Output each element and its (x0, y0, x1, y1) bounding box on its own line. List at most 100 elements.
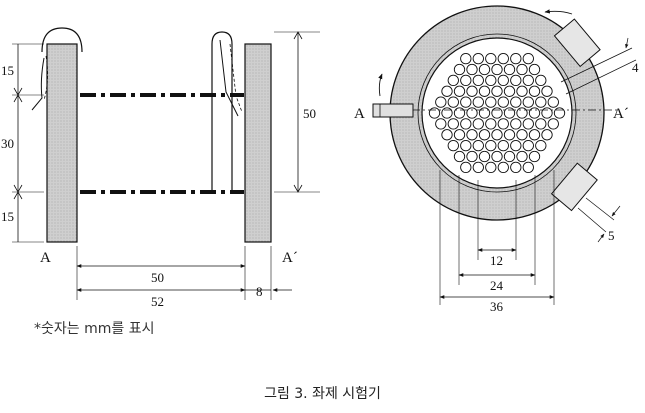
perforation-hole (497, 74, 509, 87)
perforation-hole (510, 96, 522, 108)
clip-holder (211, 31, 233, 190)
perforation-hole (466, 129, 478, 141)
left-plate (46, 43, 78, 243)
perforation-hole (541, 129, 553, 141)
perforation-hole (485, 118, 497, 130)
perforation-hole (510, 52, 522, 65)
left-plate-cap (41, 27, 83, 53)
perforation-hole (510, 161, 522, 174)
perforation-hole (485, 52, 497, 65)
perforation-hole (522, 96, 534, 108)
dim-52: 52 (151, 294, 164, 309)
perforation-hole (478, 150, 491, 163)
left-side-view: 15 30 15 50 A A´ 50 52 8 (0, 27, 320, 309)
dim-36: 36 (490, 299, 504, 314)
label-a-prime-left: A´ (282, 250, 298, 266)
perforation-hole (460, 52, 472, 65)
perforation-hole (497, 96, 509, 108)
perforation-hole (472, 52, 484, 65)
perforation-hole (428, 107, 441, 119)
perforation-hole (453, 107, 466, 119)
perforation-hole (535, 96, 547, 108)
top-right-pin (553, 18, 601, 68)
dim-15-top: 15 (1, 63, 14, 78)
perforation-hole (491, 129, 503, 141)
perforation-hole (453, 63, 466, 76)
perforation-hole (516, 129, 528, 141)
dim-5-leader-2 (577, 207, 607, 233)
perforation-hole (547, 118, 559, 130)
perforation-holes (428, 52, 566, 174)
perforation-hole (516, 107, 528, 119)
units-note: *숫자는 mm를 표시 (34, 321, 155, 337)
perforation-hole (441, 85, 453, 97)
perforation-hole (485, 139, 497, 152)
perforation-hole (497, 161, 509, 174)
perforation-hole (472, 139, 484, 152)
perforation-hole (528, 150, 541, 163)
perforation-hole (485, 96, 497, 108)
dim-4-leader-2 (565, 59, 637, 95)
right-plate (244, 43, 272, 243)
right-front-view: A A´ 4 5 12 24 36 (354, 5, 639, 314)
perforation-hole (503, 129, 516, 141)
perforation-hole (491, 85, 503, 97)
perforation-hole (503, 150, 516, 163)
perforation-hole (491, 150, 503, 163)
perforation-hole (503, 63, 516, 76)
perforation-hole (528, 85, 541, 97)
perforation-hole (510, 118, 522, 130)
perforation-hole (497, 52, 509, 65)
dim-24: 24 (490, 278, 504, 293)
perforation-hole (522, 139, 534, 152)
perforation-hole (516, 63, 528, 76)
dim-arrow (13, 191, 23, 200)
dim-5-arrow-2 (597, 233, 605, 243)
inner-disk-ring (417, 33, 577, 193)
perforation-hole (460, 96, 472, 108)
perforation-hole (435, 96, 447, 108)
rotation-arrow-left (378, 73, 383, 97)
dim-label-bg (0, 208, 16, 224)
perforation-hole (528, 63, 541, 76)
label-a-left: A (40, 250, 51, 266)
dim-5: 5 (608, 228, 615, 243)
perforation-hole (441, 107, 453, 119)
perforation-hole (472, 118, 484, 130)
dim-30: 30 (1, 136, 14, 151)
bottom-right-pin (550, 162, 598, 212)
perforation-hole (510, 139, 522, 152)
perforation-hole (478, 107, 491, 119)
left-hook-2 (43, 55, 48, 101)
dim-50-vertical: 50 (303, 106, 316, 121)
dim-4: 4 (632, 60, 639, 75)
perforation-hole (466, 85, 478, 97)
perforation-hole (460, 74, 472, 87)
perforation-hole (472, 161, 484, 174)
dim-arrow (293, 31, 303, 40)
perforation-hole (485, 161, 497, 174)
perforation-hole (485, 74, 497, 87)
perforation-hole (447, 139, 459, 152)
perforation-hole (503, 107, 516, 119)
left-pin (372, 103, 414, 118)
perforation-hole (447, 74, 459, 87)
perforation-hole (522, 74, 534, 87)
perforation-hole (535, 139, 547, 152)
clip-inner (219, 39, 239, 117)
rotation-arrow-top (544, 9, 573, 15)
perforation-hole (528, 129, 541, 141)
perforation-hole (491, 107, 503, 119)
dim-5-arrow (611, 205, 621, 217)
perforation-hole (503, 85, 516, 97)
perforation-hole (460, 139, 472, 152)
perforation-hole (472, 74, 484, 87)
dim-5-leader-1 (585, 197, 615, 221)
perforation-hole (535, 118, 547, 130)
perforation-hole (535, 74, 547, 87)
dim-arrow (13, 94, 23, 103)
perforation-hole (528, 107, 541, 119)
dim-4-leader-1 (560, 47, 633, 83)
perforation-hole (453, 150, 466, 163)
